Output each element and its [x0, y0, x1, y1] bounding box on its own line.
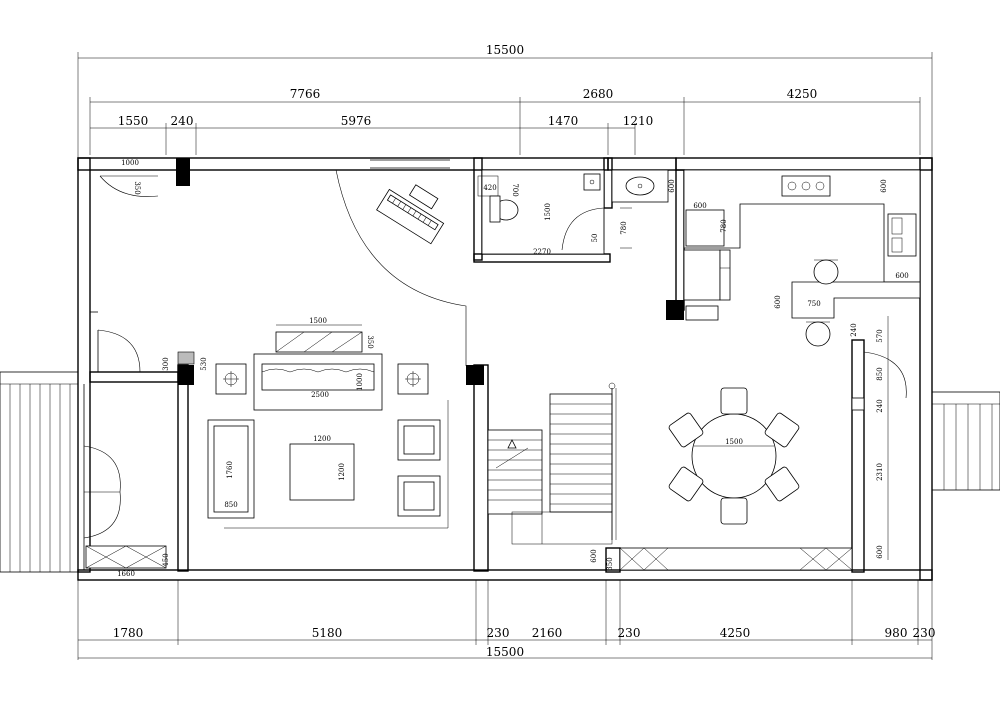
column-mid-left	[178, 365, 194, 385]
dim-top-7766: 7766	[290, 87, 321, 101]
dim-top-1550: 1550	[118, 114, 149, 128]
label-2270: 2270	[533, 248, 551, 256]
piano	[376, 184, 445, 245]
label-600-sink: 600	[895, 272, 908, 280]
dim-top-4250: 4250	[787, 87, 818, 101]
label-600-island: 600	[774, 295, 782, 308]
label-780-left: 780	[620, 221, 628, 234]
dim-top-total: 15500	[486, 43, 524, 57]
staircase: 600 350	[487, 382, 617, 571]
label-420: 420	[483, 184, 496, 192]
dim-bottom-230b: 230	[618, 626, 641, 640]
bathroom: 420 700 1500 2270 50 780	[477, 169, 632, 256]
label-240-kitchen: 240	[850, 323, 858, 336]
label-2310: 2310	[876, 463, 884, 481]
dim-bottom-5180: 5180	[312, 626, 343, 640]
dim-bottom-total: 15500	[486, 645, 524, 659]
label-600-a: 600	[668, 179, 676, 192]
dim-bottom-2160: 2160	[532, 626, 563, 640]
label-300: 300	[162, 357, 170, 370]
label-1500: 1500	[309, 317, 327, 325]
wardrobe-top-left: 1000 350	[99, 159, 159, 197]
column-top-left	[176, 158, 190, 186]
coffee-table	[289, 443, 355, 501]
dim-top-2680: 2680	[583, 87, 614, 101]
label-700: 700	[511, 183, 519, 196]
dim-bottom-230c: 230	[913, 626, 936, 640]
dim-bottom-980: 980	[885, 626, 908, 640]
dim-bottom-230a: 230	[487, 626, 510, 640]
label-530: 530	[200, 357, 208, 370]
label-1500-dining: 1500	[725, 438, 743, 446]
label-1760: 1760	[226, 461, 234, 479]
label-600-stair: 600	[590, 549, 598, 562]
top-dimensions: 15500 7766 2680 4250 1550 240 5976 1470 …	[77, 43, 933, 160]
dining-table	[691, 413, 777, 499]
left-small-room: 1660 450	[83, 384, 170, 578]
label-1200-h: 1200	[338, 463, 346, 481]
right-strip: 570 850 240 2310 600	[851, 316, 907, 560]
column-mid	[466, 365, 484, 385]
label-1200-w: 1200	[313, 435, 331, 443]
label-350-cab: 350	[366, 335, 374, 348]
left-door	[90, 311, 141, 373]
column-kitchen	[666, 300, 684, 320]
label-350: 350	[133, 181, 141, 194]
tv-cabinet	[275, 331, 363, 353]
label-2500: 2500	[311, 391, 329, 399]
label-570: 570	[876, 329, 884, 342]
dim-top-1470: 1470	[548, 114, 579, 128]
label-1500-bath: 1500	[544, 203, 552, 221]
left-deck	[0, 371, 79, 573]
dim-top-240: 240	[171, 114, 194, 128]
label-600-stove: 600	[880, 179, 888, 192]
walls	[77, 157, 933, 581]
dim-bottom-1780: 1780	[113, 626, 144, 640]
label-850-right: 850	[876, 367, 884, 380]
label-450: 450	[162, 553, 170, 566]
dim-top-1210: 1210	[623, 114, 654, 128]
label-750: 750	[807, 300, 820, 308]
label-850: 850	[224, 501, 237, 509]
dining-area: 1500	[619, 387, 853, 571]
living-room: 1500 350 2500 1000 530 300 1760 850 1200…	[162, 169, 467, 529]
label-780-right: 780	[720, 219, 728, 232]
label-50: 50	[591, 234, 599, 243]
label-600-right: 600	[876, 545, 884, 558]
column-gray	[177, 351, 195, 365]
dim-bottom-4250: 4250	[720, 626, 751, 640]
label-600-fridge: 600	[693, 202, 706, 210]
label-1000: 1000	[121, 159, 139, 167]
bottom-dimensions: 1780 5180 230 2160 230 4250 980 230 1550…	[77, 580, 936, 660]
washbasin-area: 600	[611, 169, 676, 203]
right-deck	[931, 391, 1000, 491]
kitchen: 600 600 600 780 600 750 240	[683, 169, 921, 347]
label-1000-sofa: 1000	[356, 373, 364, 391]
dim-top-5976: 5976	[341, 114, 372, 128]
label-1660: 1660	[117, 570, 135, 578]
label-350-stair: 350	[606, 557, 614, 570]
label-240-right: 240	[876, 399, 884, 412]
